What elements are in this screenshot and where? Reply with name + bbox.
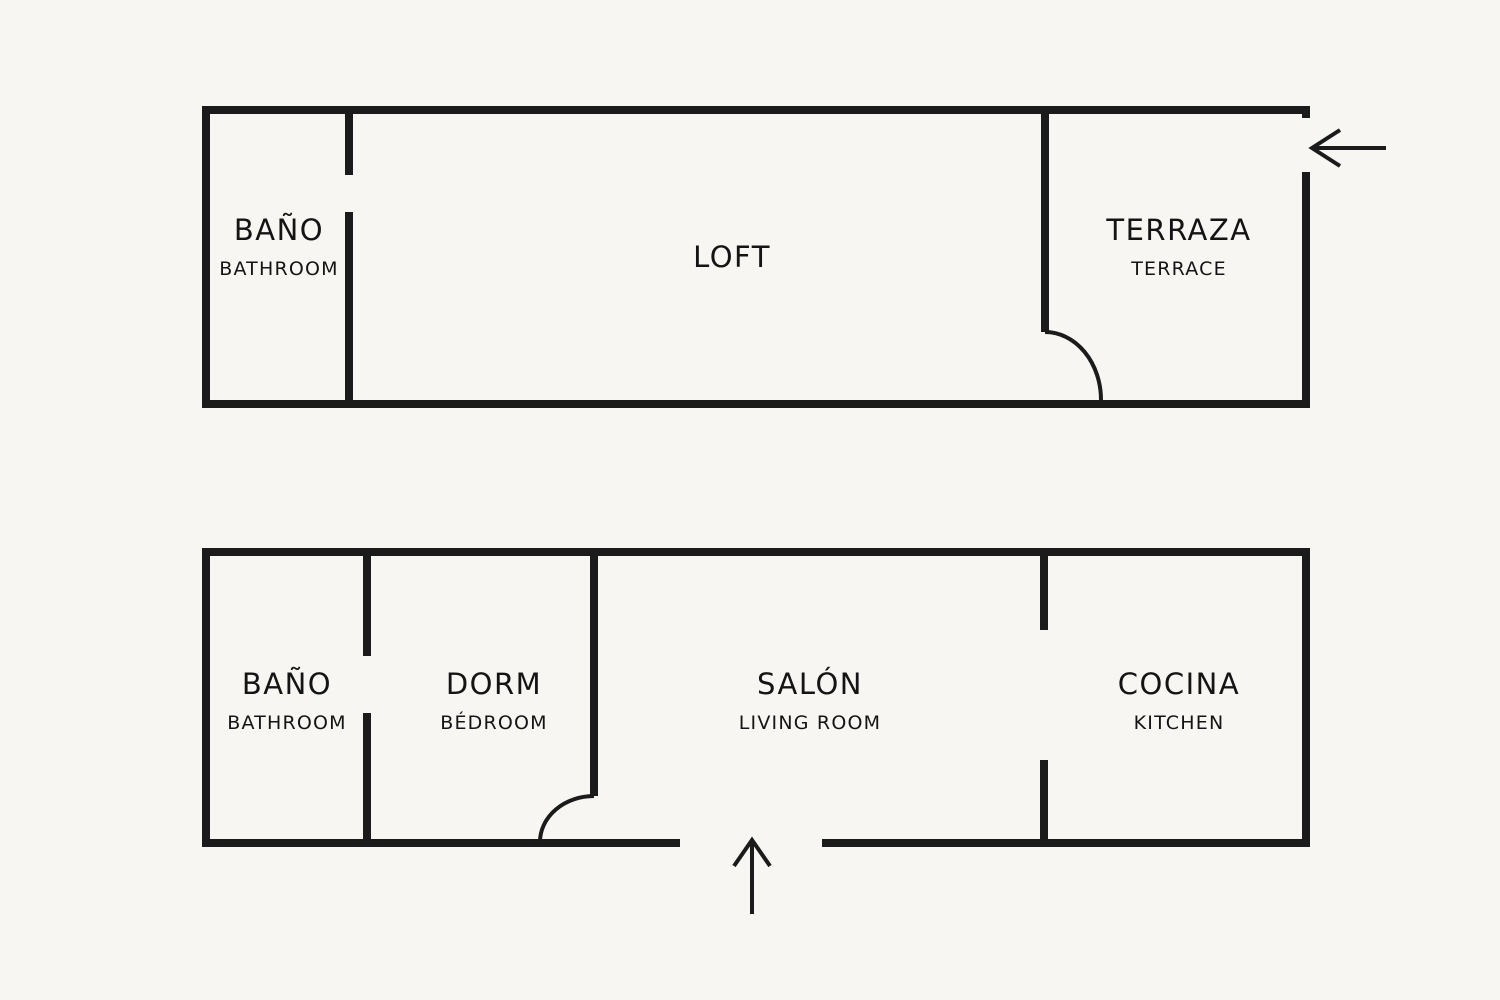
living-room-label-en: LIVING ROOM xyxy=(739,712,881,734)
lower-floor-plan: BAÑO BATHROOM DORM BÉDROOM SALÓN LIVING … xyxy=(202,548,1310,914)
upper-entrance-arrow-icon xyxy=(1308,128,1386,168)
terrace-label-en: TERRACE xyxy=(1130,258,1227,280)
lower-entrance-arrow-icon xyxy=(732,836,772,914)
bedroom-label-es: DORM xyxy=(446,667,542,701)
lower-bedroom-door-swing xyxy=(538,794,595,843)
living-room-label-es: SALÓN xyxy=(757,667,863,701)
bedroom-label-en: BÉDROOM xyxy=(440,711,548,734)
lower-bathroom-label-es: BAÑO xyxy=(242,667,332,701)
kitchen-label-es: COCINA xyxy=(1118,667,1240,701)
lower-bathroom-label-en: BATHROOM xyxy=(227,712,347,734)
upper-floor-plan: BAÑO BATHROOM LOFT TERRAZA TERRACE xyxy=(202,106,1386,408)
upper-terrace-door-swing xyxy=(1044,330,1103,401)
upper-bathroom-label-es: BAÑO xyxy=(234,213,324,247)
kitchen-label-en: KITCHEN xyxy=(1134,712,1225,734)
terrace-label-es: TERRAZA xyxy=(1105,213,1251,247)
lower-outer-wall xyxy=(202,548,1310,847)
upper-bathroom-label-en: BATHROOM xyxy=(219,258,339,280)
upper-outer-wall xyxy=(202,106,1310,408)
loft-label: LOFT xyxy=(693,240,771,274)
